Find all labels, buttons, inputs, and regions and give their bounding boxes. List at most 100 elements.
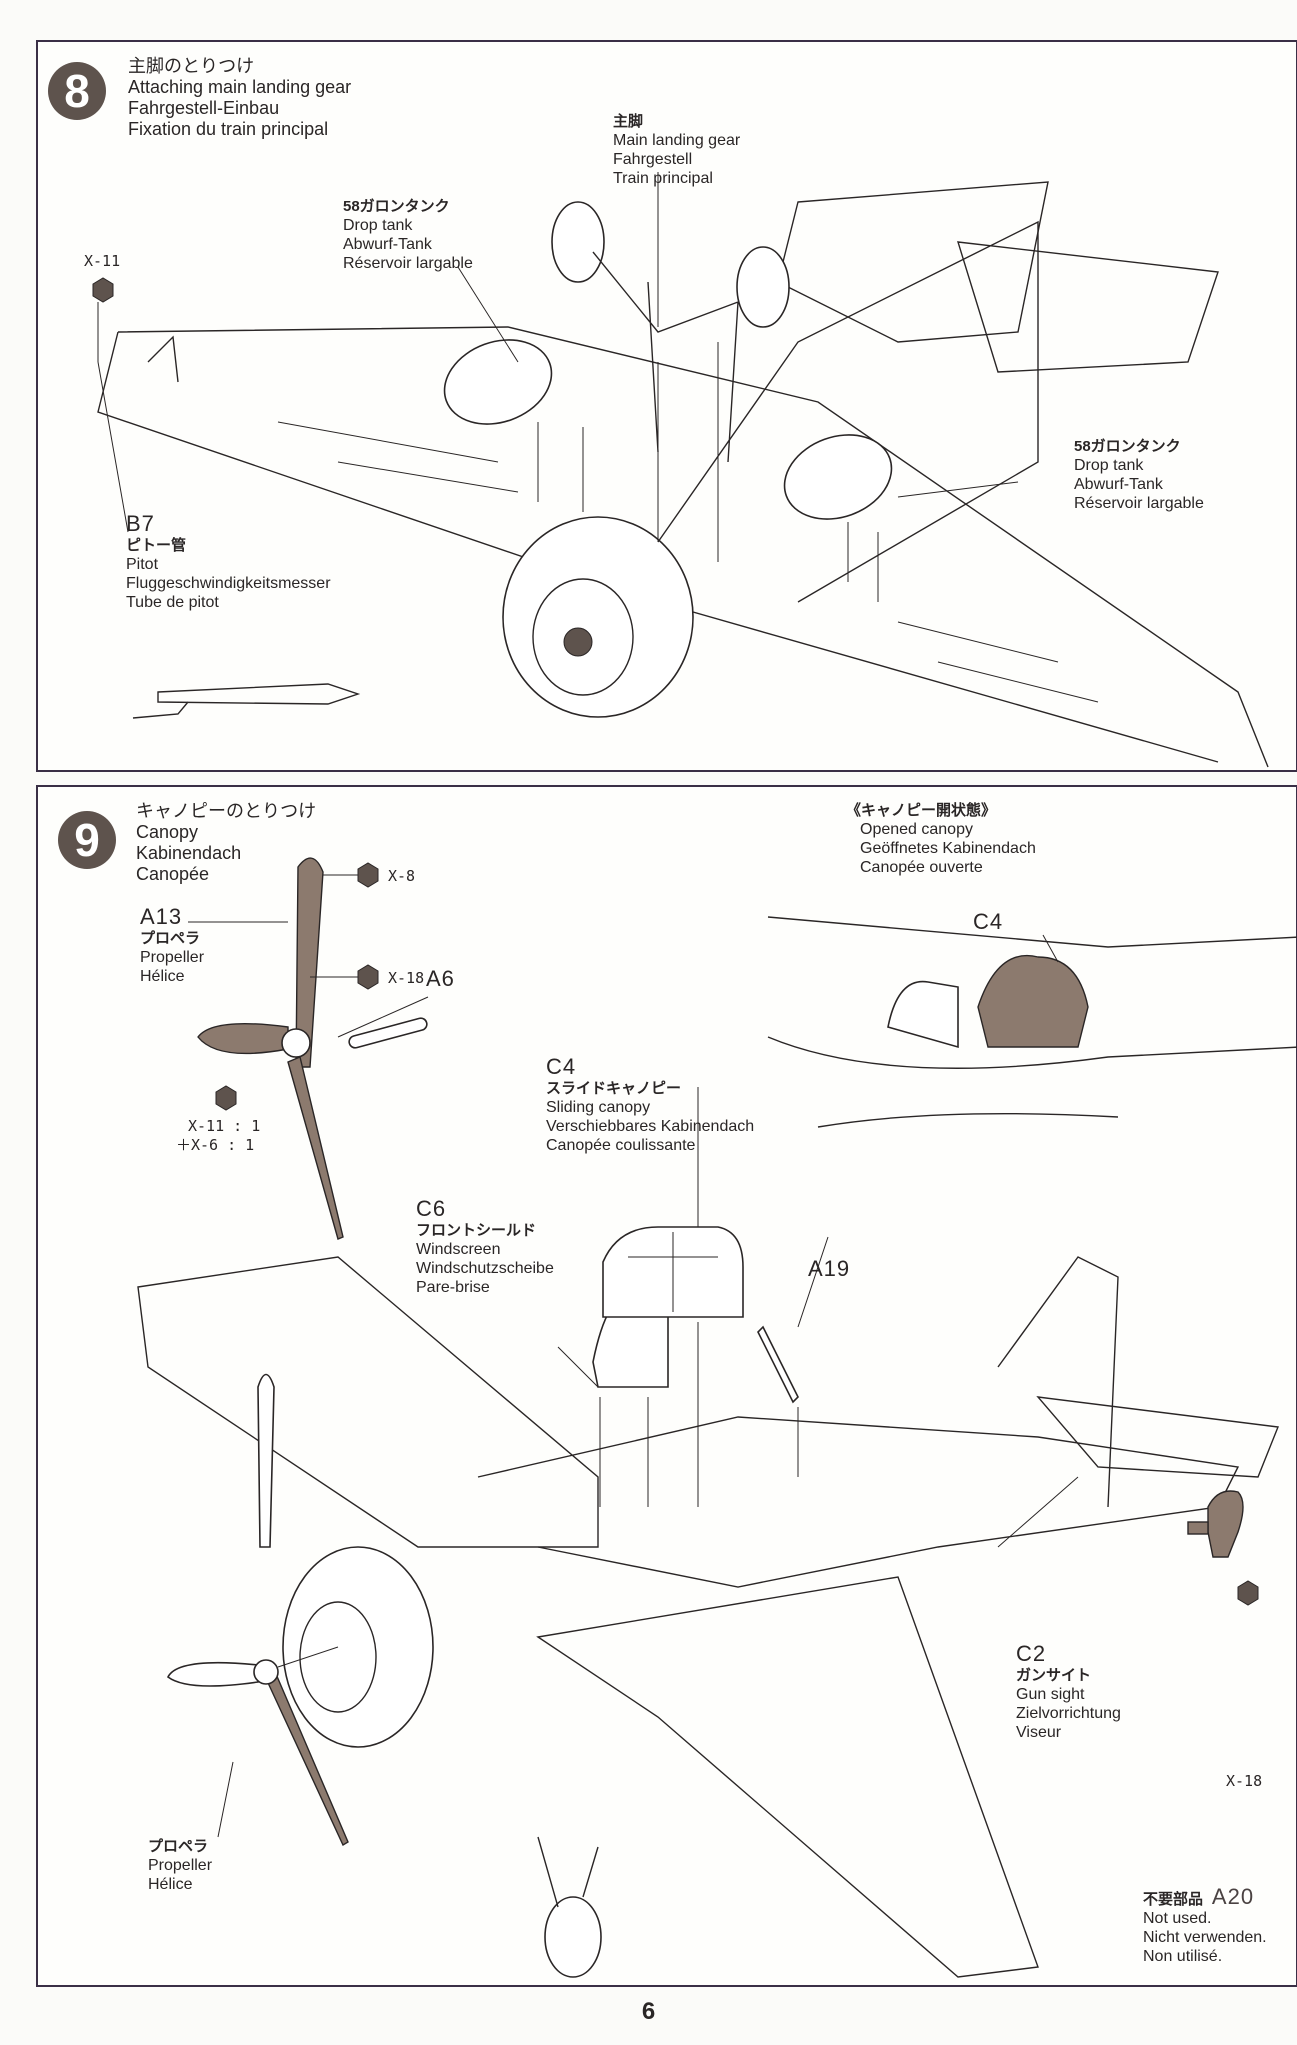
right-wing <box>536 1576 1039 1978</box>
part-a19 <box>757 1325 799 1404</box>
step-8-illustration <box>92 172 1269 768</box>
page-number: 6 <box>641 1998 656 2025</box>
sliding-canopy-jp: スライドキャノピー <box>546 1080 682 1097</box>
windscreen-fr: Pare-brise <box>416 1279 490 1296</box>
engine-cowl <box>502 516 694 718</box>
windscreen-jp: フロントシールド <box>416 1222 537 1239</box>
screw-x18-sight-icon <box>1237 1580 1259 1606</box>
sliding-canopy-label: C4 スライドキャノピー Sliding canopy Verschiebbar… <box>546 1055 754 1155</box>
drop-tank-right-fr: Réservoir largable <box>1074 495 1204 512</box>
not-used-en: Not used. <box>1143 1910 1212 1927</box>
main-gear-de: Fahrgestell <box>613 151 693 168</box>
screw-x11-icon <box>92 277 114 303</box>
screw-x18-prop-label: X-18 <box>388 969 425 987</box>
windscreen-part-number: C6 <box>416 1196 447 1221</box>
step-9-badge: 9 <box>58 811 116 869</box>
screw-x11-label: X-11 <box>84 252 121 270</box>
propeller-top-jp: プロペラ <box>140 930 201 947</box>
main-gear-wheel-right <box>736 246 790 328</box>
pitot-fr: Tube de pitot <box>126 594 219 611</box>
propeller-blade-top <box>295 857 324 1068</box>
propeller-bottom-label: プロペラ Propeller Hélice <box>148 1837 212 1894</box>
step-9-illustration <box>137 857 1297 1978</box>
propeller-top-fr: Hélice <box>140 968 185 985</box>
horizontal-stabilizer <box>1036 1396 1279 1478</box>
windscreen-en: Windscreen <box>416 1241 501 1258</box>
screw-mix-line-2: ＋X-6 : 1 <box>176 1136 255 1154</box>
not-used-part-number: A20 <box>1211 1884 1255 1909</box>
screw-x11-x6-icon <box>215 1085 237 1111</box>
gun-sight-de: Zielvorrichtung <box>1016 1705 1121 1722</box>
main-gear-en: Main landing gear <box>613 132 741 149</box>
opened-canopy-label: 《キャノピー開状態》 Opened canopy Geöffnetes Kabi… <box>846 801 1036 877</box>
not-used-fr: Non utilisé. <box>1143 1948 1223 1965</box>
step-9-title-fr: Canopée <box>136 864 210 884</box>
propeller-bottom-jp: プロペラ <box>148 1838 209 1855</box>
screw-x18-prop-icon <box>357 964 379 990</box>
drop-tank-right-jp: 58ガロンタンク <box>1074 438 1181 455</box>
pitot-jp: ピトー管 <box>126 537 187 554</box>
windscreen-de: Windschutzscheibe <box>416 1260 554 1277</box>
gun-sight-label: C2 ガンサイト Gun sight Zielvorrichtung Viseu… <box>1016 1642 1121 1742</box>
main-gear-fr: Train principal <box>613 170 713 187</box>
sliding-canopy-part-number: C4 <box>546 1054 577 1079</box>
propeller-bottom-fr: Hélice <box>148 1876 193 1893</box>
not-used-note: 不要部品 A20 Not used. Nicht verwenden. Non … <box>1143 1885 1267 1966</box>
vertical-tail <box>997 1256 1119 1508</box>
step-8-title: 主脚のとりつけ Attaching main landing gear Fahr… <box>128 56 351 140</box>
gun-sight-c2 <box>1207 1490 1244 1558</box>
propeller-bottom-en: Propeller <box>148 1857 213 1874</box>
gun-sight-part-number: C2 <box>1016 1641 1047 1666</box>
sliding-canopy-fr: Canopée coulissante <box>546 1137 696 1154</box>
drop-tank-left-de: Abwurf-Tank <box>343 236 432 253</box>
propeller-top-label: A13 プロペラ Propeller Hélice <box>140 905 204 986</box>
screw-mix-label: X-11 : 1 ＋X-6 : 1 <box>176 1117 261 1155</box>
pitot-en: Pitot <box>126 556 159 573</box>
main-gear-wheel-left <box>551 201 605 283</box>
drop-tank-left-en: Drop tank <box>343 217 413 234</box>
main-gear-jp: 主脚 <box>613 113 644 130</box>
drop-tank-left-fr: Réservoir largable <box>343 255 473 272</box>
step-8-badge: 8 <box>48 62 106 120</box>
opened-canopy-jp: 《キャノピー開状態》 <box>846 802 997 819</box>
left-wing <box>137 1256 599 1548</box>
pitot-label: B7 ピトー管 Pitot Fluggeschwindigkeitsmesser… <box>126 512 331 612</box>
propeller-top-en: Propeller <box>140 949 205 966</box>
sliding-canopy-de: Verschiebbares Kabinendach <box>546 1118 755 1135</box>
sliding-canopy-en: Sliding canopy <box>546 1099 651 1116</box>
pitot-de: Fluggeschwindigkeitsmesser <box>126 575 331 592</box>
gun-sight-en: Gun sight <box>1016 1686 1085 1703</box>
not-used-de: Nicht verwenden. <box>1143 1929 1267 1946</box>
step-9-title: キャノピーのとりつけ Canopy Kabinendach Canopée <box>136 801 316 885</box>
screw-x8-label: X-8 <box>388 867 416 885</box>
drop-tank-left-jp: 58ガロンタンク <box>343 198 450 215</box>
screw-mix-line-1: X-11 : 1 <box>188 1117 261 1135</box>
step-8-title-de: Fahrgestell-Einbau <box>128 98 280 118</box>
step-9-title-jp: キャノピーのとりつけ <box>136 801 317 821</box>
drop-tank-right <box>783 434 893 520</box>
not-used-jp: 不要部品 <box>1143 1891 1204 1908</box>
opened-canopy-en: Opened canopy <box>860 821 973 838</box>
step-9-title-en: Canopy <box>136 822 199 842</box>
step-9-panel: 9 キャノピーのとりつけ Canopy Kabinendach Canopée <box>36 785 1297 1987</box>
main-gear-label: 主脚 Main landing gear Fahrgestell Train p… <box>613 112 740 188</box>
step-9-title-de: Kabinendach <box>136 843 242 863</box>
step-8-title-jp: 主脚のとりつけ <box>128 56 255 76</box>
drop-tank-right-en: Drop tank <box>1074 457 1144 474</box>
opened-canopy-part-number: C4 <box>973 909 1004 934</box>
part-a19-label: A19 <box>808 1256 851 1281</box>
drop-tank-right-de: Abwurf-Tank <box>1074 476 1163 493</box>
drop-tank-left-label: 58ガロンタンク Drop tank Abwurf-Tank Réservoir… <box>343 197 473 273</box>
screw-x18-sight-label: X-18 <box>1226 1772 1263 1790</box>
engine-cowl-9 <box>282 1546 434 1748</box>
drop-tank-left <box>443 339 553 425</box>
windscreen-label: C6 フロントシールド Windscreen Windschutzscheibe… <box>416 1197 554 1297</box>
step-8-panel: 8 主脚のとりつけ Attaching main landing gear Fa… <box>36 40 1297 772</box>
screw-x8-icon <box>357 862 379 888</box>
step-8-title-fr: Fixation du train principal <box>128 119 329 139</box>
propeller-top-part-number: A13 <box>140 904 183 929</box>
opened-canopy-de: Geöffnetes Kabinendach <box>860 840 1036 857</box>
gun-sight-fr: Viseur <box>1016 1724 1062 1741</box>
part-a6-label: A6 <box>426 966 455 991</box>
drop-tank-right-label: 58ガロンタンク Drop tank Abwurf-Tank Réservoir… <box>1074 437 1204 513</box>
